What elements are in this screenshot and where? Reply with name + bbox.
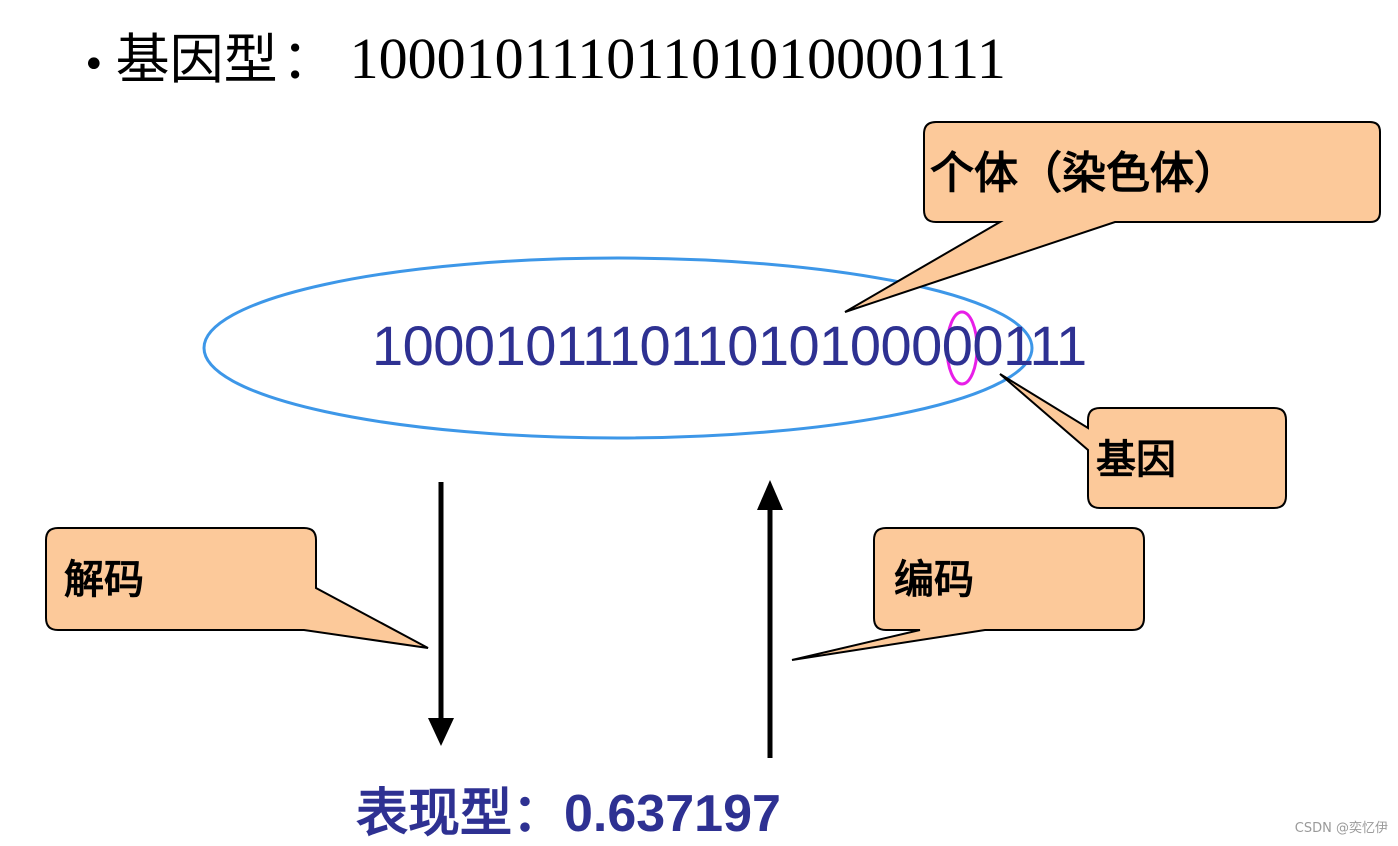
chromosome-string: 100010111011010100000111 [372,314,1087,377]
callout-gene-bubble [999,373,1287,509]
bullet-icon: • [82,42,106,88]
gene-highlight-ring [945,310,979,386]
encode-arrow-head [757,480,783,510]
phenotype-value: 0.637197 [564,785,781,843]
callout-encode-bubble [791,527,1145,661]
phenotype-line: 表现型：0.637197 [356,788,781,840]
phenotype-label: 表现型： [356,785,565,843]
genotype-value: 10001011101101010000111 [349,26,1006,91]
callout-gene-label: 基因 [1096,437,1176,483]
callout-individual-bubble [844,121,1381,313]
callout-encode-label: 编码 [894,557,974,603]
chromosome-ellipse [202,256,1034,440]
genotype-label: 基因型 [115,28,278,91]
watermark: CSDN @奕忆伊 [1294,821,1388,836]
genotype-separator: ： [281,28,336,91]
decode-arrow-head [428,718,454,746]
callout-decode-bubble [45,527,429,649]
callout-decode-label: 解码 [64,557,144,603]
callout-individual-label: 个体（染色体） [930,148,1238,199]
genotype-line: • 基因型 ： 10001011101101010000111 [82,30,1006,88]
